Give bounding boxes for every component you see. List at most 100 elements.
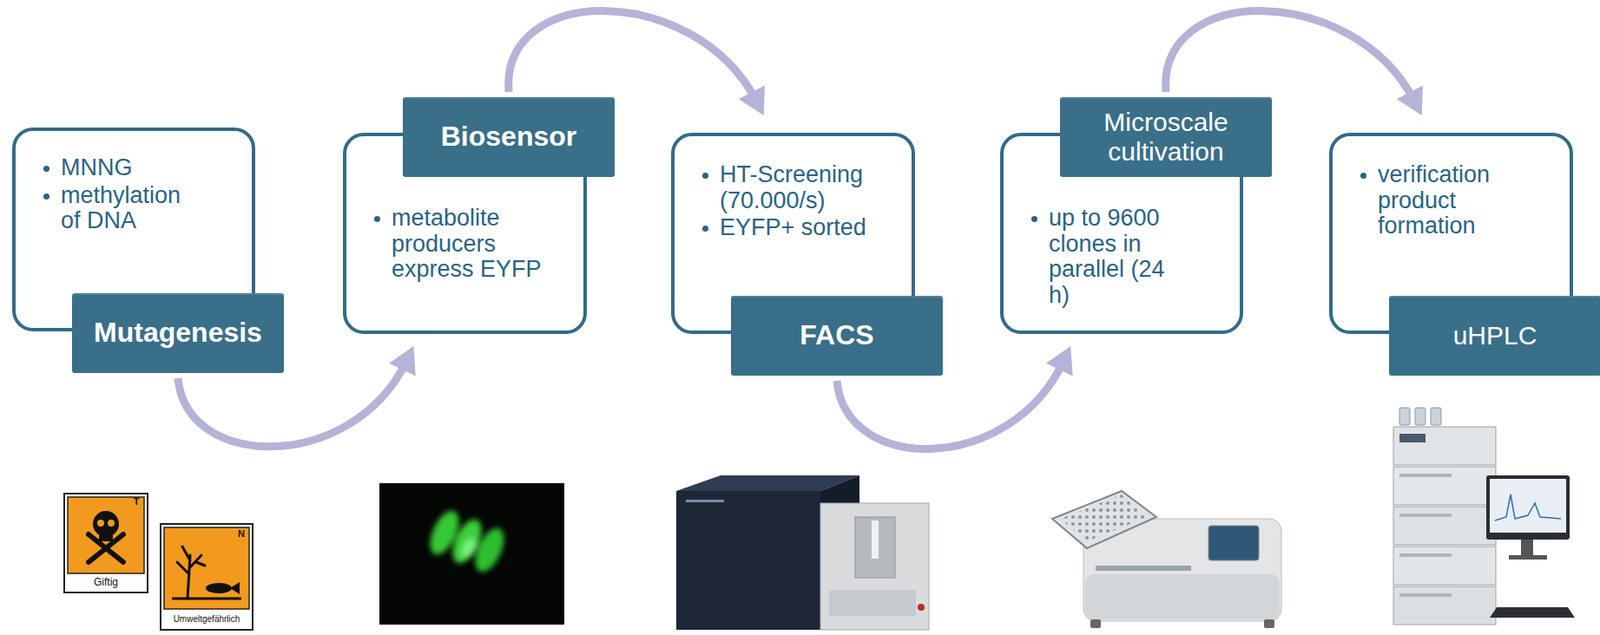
- bullet-dot: [1360, 172, 1367, 179]
- fluorescence-image: [379, 483, 565, 626]
- bullet-dot: [374, 216, 381, 223]
- sample-tube: [871, 520, 879, 560]
- bullet-item: up to 9600 clones in parallel (24 h): [1031, 205, 1188, 310]
- step-label: Biosensor: [402, 97, 615, 178]
- arrow-head: [1046, 346, 1074, 376]
- hplc-module: [1393, 506, 1496, 546]
- device-front: [1085, 574, 1280, 620]
- hplc-module: [1393, 467, 1496, 506]
- module-stripe: [1399, 553, 1452, 558]
- hazard-letter: T: [130, 496, 143, 508]
- bullet-text: HT-Screening (70.000/s): [719, 162, 911, 214]
- microplate-wells: [1060, 494, 1148, 542]
- hplc-system: [1393, 408, 1575, 626]
- hplc-module: [1393, 586, 1496, 626]
- bullet-dot: [43, 165, 50, 172]
- image-ground: [379, 483, 565, 626]
- bullet-dot: [702, 172, 709, 179]
- machine-front: [676, 491, 821, 631]
- device-foot: [1264, 619, 1275, 629]
- arrow-head: [738, 85, 765, 116]
- monitor-screen: [1489, 479, 1567, 534]
- bullet-list: HT-Screening (70.000/s)EYFP+ sorted: [702, 162, 911, 244]
- monitor: [1486, 475, 1570, 540]
- bullet-item: MNNG: [43, 155, 191, 182]
- step-box: verification product formationuHPLC: [1329, 132, 1574, 335]
- device-foot: [1090, 619, 1101, 629]
- keyboard: [1489, 607, 1575, 619]
- facs-instrument: [676, 475, 929, 631]
- monitor-base: [1508, 555, 1548, 560]
- step-box: metabolite producers express EYFPBiosens…: [342, 132, 587, 335]
- step-label: Mutagenesis: [72, 293, 284, 374]
- bullet-item: methylation of DNA: [43, 183, 191, 235]
- hplc-module: [1393, 546, 1496, 586]
- arrow-curve: [177, 362, 407, 448]
- ground-line: [171, 598, 242, 601]
- solvent-bottle: [1399, 408, 1410, 426]
- bullet-text: EYFP+ sorted: [719, 215, 911, 242]
- hplc-module: [1393, 427, 1496, 466]
- bullet-text: MNNG: [60, 155, 191, 182]
- step-label: FACS: [730, 296, 943, 376]
- arrow-head: [1396, 85, 1423, 116]
- dead-fish: [205, 583, 232, 594]
- device-screen: [1208, 526, 1259, 561]
- bullet-item: EYFP+ sorted: [702, 215, 911, 242]
- sign-field: [164, 527, 250, 610]
- module-stripe: [1399, 513, 1452, 518]
- bullet-dot: [702, 225, 709, 232]
- step-label: Microscale cultivation: [1060, 97, 1272, 178]
- step-label: uHPLC: [1389, 296, 1600, 376]
- toxic-sign: [64, 493, 148, 593]
- module-display: [1399, 434, 1426, 443]
- chromatogram: [1494, 494, 1561, 521]
- module-panel: [829, 590, 916, 617]
- step-box: HT-Screening (70.000/s)EYFP+ sortedFACS: [671, 132, 916, 335]
- step-box: up to 9600 clones in parallel (24 h)Micr…: [1000, 132, 1244, 335]
- bullet-list: up to 9600 clones in parallel (24 h): [1031, 205, 1188, 311]
- bullet-list: metabolite producers express EYFP: [374, 205, 561, 285]
- solvent-bottle: [1415, 408, 1426, 426]
- bullet-text: verification product formation: [1377, 162, 1535, 240]
- sample-window: [855, 517, 896, 579]
- hazard-label: Giftig: [65, 576, 146, 589]
- module-stripe: [1399, 474, 1452, 478]
- skull-jaw: [98, 531, 113, 542]
- bullet-list: MNNGmethylation of DNA: [43, 155, 191, 237]
- bullet-text: metabolite producers express EYFP: [391, 205, 561, 284]
- sign-field: [67, 497, 145, 574]
- sign-frame: [160, 524, 253, 631]
- monitor-stand: [1520, 539, 1534, 556]
- arrow-curve: [508, 11, 757, 101]
- step-box: MNNGmethylation of DNAMutagenesis: [12, 127, 256, 332]
- fish-tail: [230, 582, 240, 595]
- microplate: [1052, 491, 1157, 549]
- machine-logo: [685, 500, 725, 503]
- bullet-text: up to 9600 clones in parallel (24 h): [1048, 205, 1188, 310]
- dead-tree: [177, 546, 205, 600]
- environment-sign: [160, 524, 253, 631]
- arrow-head: [388, 346, 416, 376]
- bullet-list: verification product formation: [1360, 162, 1535, 242]
- microcultivation-device: [1052, 491, 1282, 629]
- status-light: [917, 604, 925, 612]
- sample-module: [820, 503, 929, 631]
- arrow-curve: [1165, 11, 1415, 101]
- bullet-text: methylation of DNA: [60, 183, 191, 235]
- cell-core: [459, 536, 480, 561]
- device-slot: [1095, 566, 1192, 572]
- bullet-dot: [43, 193, 50, 200]
- bullet-item: metabolite producers express EYFP: [374, 205, 561, 284]
- hazard-letter: N: [235, 528, 248, 540]
- bullet-item: HT-Screening (70.000/s): [702, 162, 911, 214]
- module-stripe: [1399, 593, 1452, 598]
- hazard-label: Umweltgefährlich: [162, 614, 251, 626]
- bullet-dot: [1031, 216, 1038, 223]
- cell: [469, 524, 510, 577]
- skull-eye: [97, 520, 105, 527]
- solvent-bottle: [1430, 408, 1442, 426]
- sign-frame: [64, 493, 148, 593]
- skull-eye: [107, 520, 115, 527]
